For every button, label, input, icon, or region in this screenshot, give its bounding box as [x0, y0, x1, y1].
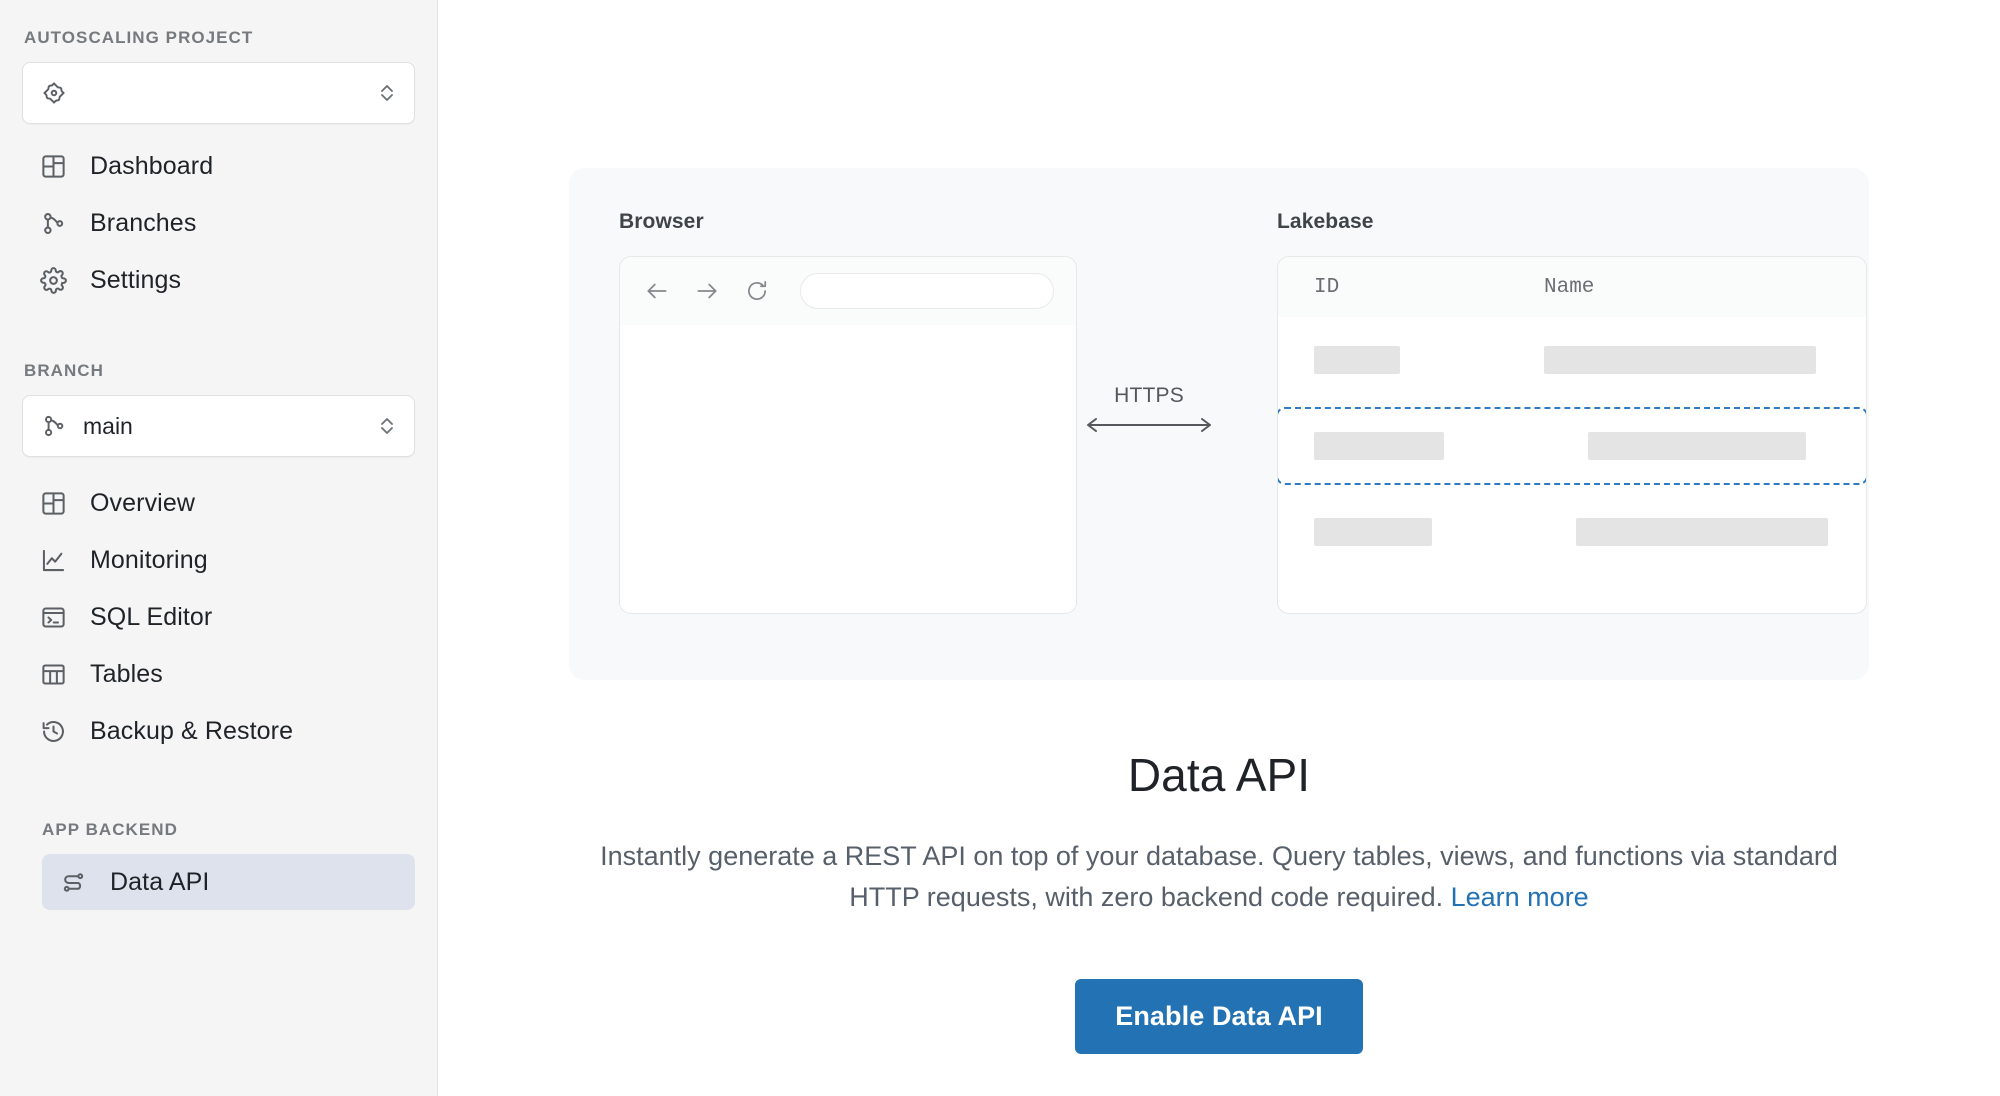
tables-icon — [38, 661, 68, 688]
sidebar-item-branches[interactable]: Branches — [22, 195, 415, 251]
page-description: Instantly generate a REST API on top of … — [574, 836, 1864, 917]
browser-panel-title: Browser — [619, 210, 704, 233]
sidebar-item-label: Settings — [90, 265, 182, 294]
sidebar: AUTOSCALING PROJECT — [0, 0, 438, 1096]
skeleton-cell-name — [1544, 346, 1816, 374]
sql-terminal-icon — [38, 604, 68, 631]
data-api-illustration: Browser — [569, 168, 1869, 680]
dashboard-grid-icon — [38, 153, 68, 180]
lakebase-illustration: Lakebase ID Name — [1277, 210, 1867, 614]
page-title: Data API — [1127, 749, 1311, 801]
sidebar-item-label: Dashboard — [90, 151, 214, 180]
chevron-updown-icon — [374, 414, 400, 438]
branch-selector[interactable]: main — [22, 395, 415, 457]
sidebar-item-label: Data API — [110, 867, 210, 896]
sidebar-item-tables[interactable]: Tables — [22, 646, 415, 702]
sidebar-item-label: Tables — [90, 659, 163, 688]
skeleton-cell-name — [1588, 432, 1806, 460]
branch-icon — [39, 413, 69, 439]
project-section-label: AUTOSCALING PROJECT — [24, 28, 254, 47]
backend-nav: Data API — [22, 854, 415, 910]
table-row-selected[interactable] — [1278, 403, 1866, 489]
learn-more-link[interactable]: Learn more — [1450, 881, 1589, 912]
arrow-left-icon[interactable] — [642, 278, 672, 304]
https-label: HTTPS — [1114, 383, 1184, 407]
browser-frame — [619, 256, 1077, 614]
skeleton-cell-id — [1314, 518, 1432, 546]
project-selector[interactable] — [22, 62, 415, 124]
sidebar-item-label: Monitoring — [90, 545, 208, 574]
branch-section-label: BRANCH — [24, 361, 104, 380]
sidebar-item-label: SQL Editor — [90, 602, 213, 631]
reload-icon[interactable] — [742, 278, 772, 304]
branch-icon — [38, 210, 68, 237]
sidebar-item-data-api[interactable]: Data API — [42, 854, 415, 910]
main-content: Browser — [438, 0, 2000, 1096]
column-header-name: Name — [1544, 275, 1595, 299]
sidebar-item-dashboard[interactable]: Dashboard — [22, 138, 415, 194]
gear-icon — [38, 266, 68, 294]
sidebar-item-sql-editor[interactable]: SQL Editor — [22, 589, 415, 645]
column-header-id: ID — [1314, 275, 1340, 299]
browser-viewport — [620, 325, 1076, 613]
enable-data-api-button[interactable]: Enable Data API — [1075, 979, 1363, 1054]
table-header-row: ID Name — [1278, 257, 1866, 317]
https-connector: HTTPS — [1059, 168, 1239, 680]
skeleton-cell-name — [1576, 518, 1828, 546]
overview-grid-icon — [38, 490, 68, 517]
data-api-route-icon — [58, 869, 88, 896]
branch-selector-value: main — [83, 412, 133, 439]
project-diamond-icon — [39, 80, 69, 106]
branch-nav: Overview Monitoring SQ — [22, 457, 415, 759]
browser-illustration: Browser — [619, 210, 1077, 614]
monitoring-chart-icon — [38, 547, 68, 574]
project-nav: Dashboard Branches Set — [22, 124, 415, 308]
double-arrow-icon — [1079, 416, 1219, 439]
page-description-text: Instantly generate a REST API on top of … — [600, 841, 1838, 912]
lakebase-panel-title: Lakebase — [1277, 210, 1374, 233]
browser-toolbar — [620, 257, 1076, 325]
sidebar-item-settings[interactable]: Settings — [22, 252, 415, 308]
sidebar-item-label: Branches — [90, 208, 197, 237]
data-api-copy: Data API Instantly generate a REST API o… — [569, 680, 1869, 1054]
history-clock-icon — [38, 718, 68, 745]
skeleton-cell-id — [1314, 346, 1400, 374]
sidebar-item-overview[interactable]: Overview — [22, 475, 415, 531]
table-body — [1278, 317, 1866, 575]
backend-section-label: APP BACKEND — [42, 820, 178, 839]
sidebar-item-backup-restore[interactable]: Backup & Restore — [22, 703, 415, 759]
chevron-updown-icon — [374, 81, 400, 105]
table-row[interactable] — [1278, 317, 1866, 403]
lakebase-table: ID Name — [1277, 256, 1867, 614]
arrow-right-icon[interactable] — [692, 278, 722, 304]
sidebar-item-label: Overview — [90, 488, 195, 517]
sidebar-item-label: Backup & Restore — [90, 716, 294, 745]
sidebar-item-monitoring[interactable]: Monitoring — [22, 532, 415, 588]
table-row[interactable] — [1278, 489, 1866, 575]
skeleton-cell-id — [1314, 432, 1444, 460]
browser-address-bar[interactable] — [800, 273, 1054, 309]
